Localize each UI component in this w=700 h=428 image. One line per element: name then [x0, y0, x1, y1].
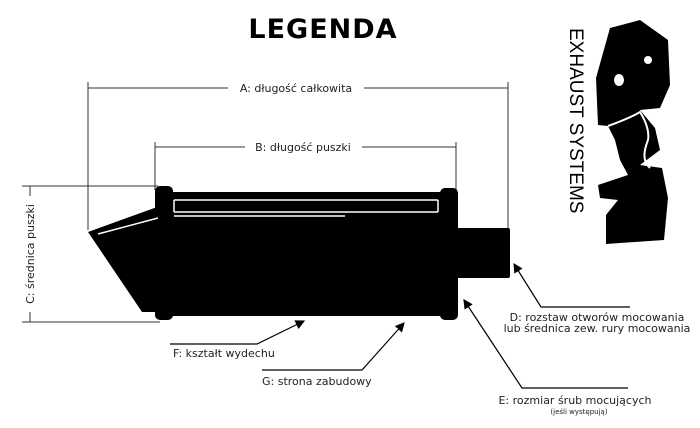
muffler-outlet	[456, 228, 510, 278]
label-c: C: średnica puszki	[24, 204, 37, 304]
label-d-line1: D: rozstaw otworów mocowania	[510, 311, 685, 324]
dimension-a	[87, 82, 509, 232]
label-b: B: długość puszki	[255, 141, 351, 154]
muffler-drawing	[88, 186, 510, 320]
label-d-line2: lub średnica zew. rury mocowania	[504, 322, 691, 335]
label-e: E: rozmiar śrub mocujących	[498, 394, 651, 407]
logo-mark	[596, 20, 670, 244]
dimension-c	[22, 185, 160, 323]
label-a: A: długość całkowita	[240, 82, 352, 95]
callout-d	[513, 262, 630, 308]
label-f: F: kształt wydechu	[173, 347, 275, 360]
page-title: LEGENDA	[248, 14, 397, 45]
label-e-note: (jeśli występują)	[550, 408, 607, 416]
label-g: G: strona zabudowy	[262, 375, 372, 388]
callout-f	[170, 320, 306, 345]
muffler-cone	[88, 206, 160, 312]
muffler-body	[158, 192, 456, 316]
bsm-logo: EXHAUST SYSTEMS	[565, 20, 670, 244]
callout-g	[262, 322, 405, 371]
callout-e	[463, 298, 628, 389]
dimension-b	[154, 142, 457, 192]
logo-tagline: EXHAUST SYSTEMS	[565, 28, 586, 213]
